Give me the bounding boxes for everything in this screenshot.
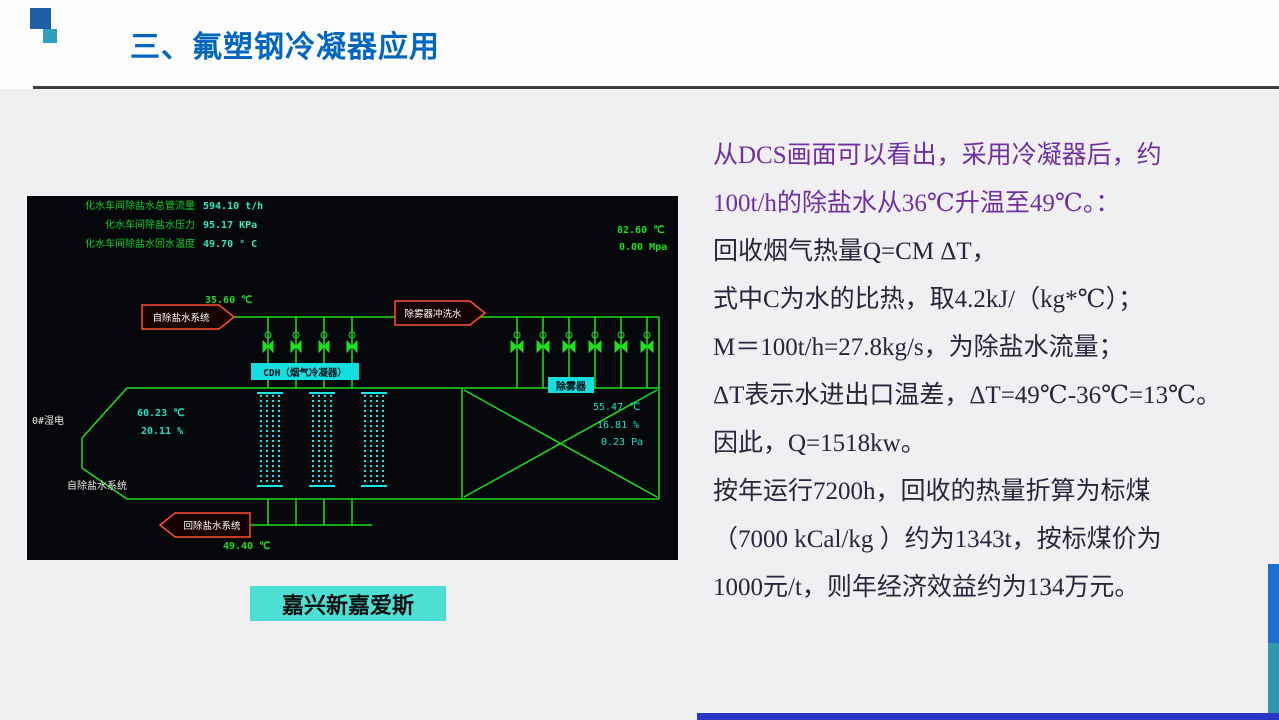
readout-flow-label: 化水车间除盐水总管流量 bbox=[85, 201, 195, 212]
inlet-water-temp: 35.60 ℃ bbox=[205, 295, 253, 306]
slide-title: 三、氟塑钢冷凝器应用 bbox=[130, 31, 440, 64]
wash-arrow-label: 除雾器冲洗水 bbox=[404, 309, 462, 320]
condenser-inlet-temp: 60.23 ℃ bbox=[137, 408, 185, 419]
demister-outlet-temp: 55.47 ℃ bbox=[593, 402, 641, 413]
body-line: 式中C为水的比热，取4.2kJ/（kg*℃）； bbox=[713, 286, 1144, 313]
header-divider bbox=[33, 86, 1279, 89]
return-arrow-label: 回除盐水系统 bbox=[183, 521, 241, 532]
highlight-line: 从DCS画面可以看出，采用冷凝器后，约 bbox=[713, 142, 1162, 169]
tube-bundle-icons bbox=[257, 392, 387, 487]
readout-flow-value: 594.10 t/h bbox=[203, 201, 264, 212]
body-line: ΔT表示水进出口温差，ΔT=49℃-36℃=13℃。 bbox=[713, 382, 1222, 409]
body-line: 回收烟气热量Q=CM ΔT， bbox=[713, 238, 997, 265]
wash-arrow-shape bbox=[394, 300, 487, 326]
readout-pressure-value: 95.17 KPa bbox=[203, 220, 258, 231]
demister-outlet-dp: 0.23 Pa bbox=[601, 437, 644, 448]
readout-return-temp-label: 化水车间除盐水回水温度 bbox=[85, 239, 195, 250]
body-line: 因此，Q=1518kw。 bbox=[713, 430, 926, 457]
return-arrow-shape bbox=[158, 512, 251, 538]
valve-icons-right bbox=[510, 331, 654, 354]
demister-label: 除雾器 bbox=[548, 377, 594, 393]
edge-bar-blue bbox=[1268, 564, 1279, 643]
body-line: 1000元/t，则年经济效益约为134万元。 bbox=[713, 574, 1140, 601]
edge-bar-teal bbox=[1268, 643, 1279, 717]
readout-return-temp-value: 49.70 ° C bbox=[203, 239, 258, 250]
decorative-square-teal bbox=[43, 29, 57, 43]
condenser-label: CDH（烟气冷凝器） bbox=[251, 363, 359, 380]
flue-gas-pressure: 0.00 Mpa bbox=[619, 242, 668, 253]
flow-arrow-shapes bbox=[141, 300, 487, 538]
highlight-line: 100t/h的除盐水从36℃升温至49℃。： bbox=[713, 190, 1121, 217]
wet-esp-label: 0#湿电 bbox=[32, 416, 65, 427]
dcs-screenshot: 化水车间除盐水总管流量 594.10 t/h 化水车间除盐水压力 95.17 K… bbox=[27, 196, 678, 560]
inlet-arrow-shape bbox=[141, 304, 236, 330]
outlet-water-temp: 49.40 ℃ bbox=[223, 541, 271, 552]
bottom-bar bbox=[697, 713, 1279, 720]
valve-icons-left bbox=[262, 331, 358, 354]
bottom-left-label: 自除盐水系统 bbox=[67, 481, 127, 492]
body-line: （7000 kCal/kg ）约为1343t，按标煤价为 bbox=[713, 526, 1162, 553]
decorative-square-blue bbox=[30, 8, 51, 29]
inlet-arrow-label: 自除盐水系统 bbox=[152, 313, 210, 324]
body-line: M＝100t/h=27.8kg/s，为除盐水流量； bbox=[713, 334, 1124, 361]
body-line: 按年运行7200h，回收的热量折算为标煤 bbox=[713, 478, 1151, 505]
image-caption: 嘉兴新嘉爱斯 bbox=[250, 586, 446, 621]
demister-outlet-rh: 16.81 % bbox=[597, 420, 640, 431]
condenser-inlet-rh: 20.11 % bbox=[141, 426, 184, 437]
flue-gas-temp: 82.60 ℃ bbox=[617, 225, 665, 236]
readout-pressure-label: 化水车间除盐水压力 bbox=[105, 220, 195, 231]
body-text-block: 从DCS画面可以看出，采用冷凝器后，约 100t/h的除盐水从36℃升温至49℃… bbox=[713, 132, 1269, 612]
